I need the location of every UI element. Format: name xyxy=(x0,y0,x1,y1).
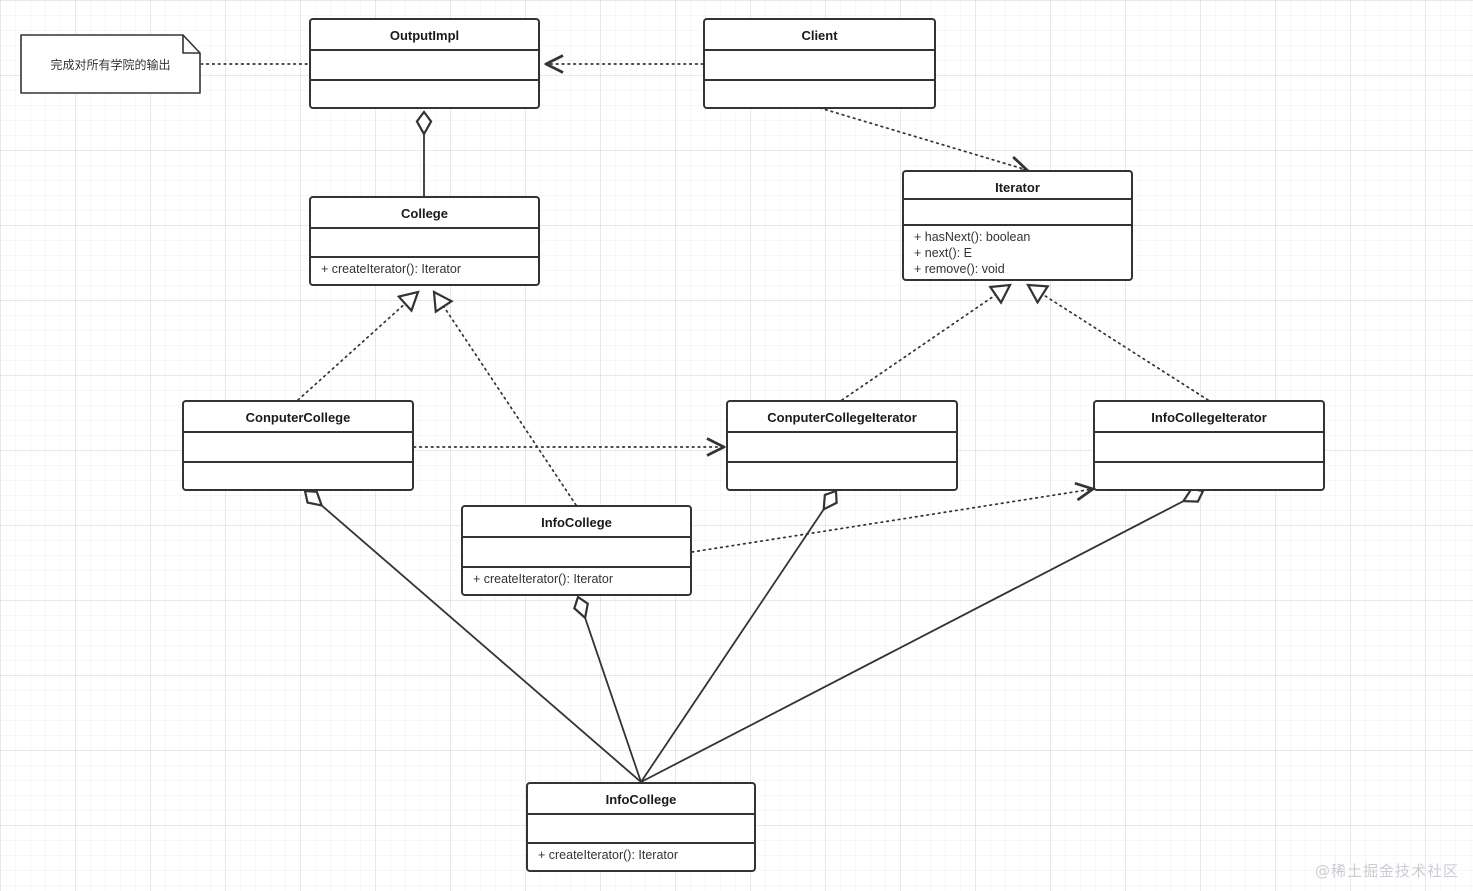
class-college[interactable]: College + createIterator(): Iterator xyxy=(309,196,540,286)
class-attributes-client xyxy=(705,51,934,81)
operation-item: + remove(): void xyxy=(914,262,1005,276)
class-name-conputercollege: ConputerCollege xyxy=(184,402,412,433)
class-operations-conputercollege xyxy=(184,463,412,489)
class-attributes-conputercollegeiterator xyxy=(728,433,956,463)
class-operations-client xyxy=(705,81,934,107)
operation-item: + next(): E xyxy=(914,246,973,260)
class-attributes-iterator xyxy=(904,200,1131,226)
class-outputimpl[interactable]: OutputImpl xyxy=(309,18,540,109)
class-operations-infocollege-mid: + createIterator(): Iterator xyxy=(463,568,690,594)
edge-conputercollegeiterator-to-iterator xyxy=(841,285,1010,401)
class-name-iterator: Iterator xyxy=(904,172,1131,200)
class-name-client: Client xyxy=(705,20,934,51)
edge-infocollege-to-infocollegeiterator xyxy=(691,489,1093,553)
edge-infocollegeiterator-to-infocollege-bottom xyxy=(640,491,1203,783)
edge-infocollegeiterator-to-iterator xyxy=(1028,285,1209,401)
class-conputercollege[interactable]: ConputerCollege xyxy=(182,400,414,491)
edge-client-to-iterator xyxy=(819,107,1027,170)
note-shape[interactable]: 完成对所有学院的输出 xyxy=(20,34,201,94)
edge-infocollege-to-college xyxy=(434,292,577,506)
note-outline-icon xyxy=(20,34,201,94)
class-operations-outputimpl xyxy=(311,81,538,107)
edge-infocollegemid-to-infocollege-bottom xyxy=(578,597,642,783)
class-name-outputimpl: OutputImpl xyxy=(311,20,538,51)
class-attributes-outputimpl xyxy=(311,51,538,81)
watermark: @稀土掘金技术社区 xyxy=(1314,862,1459,880)
class-attributes-infocollege-bottom xyxy=(528,815,754,844)
note-text: 完成对所有学院的输出 xyxy=(50,57,171,72)
class-infocollege-bottom[interactable]: InfoCollege + createIterator(): Iterator xyxy=(526,782,756,872)
operation-item: + createIterator(): Iterator xyxy=(538,848,678,862)
class-operations-iterator: + hasNext(): boolean + next(): E + remov… xyxy=(904,226,1131,279)
class-name-infocollege-bottom: InfoCollege xyxy=(528,784,754,815)
class-name-infocollegeiterator: InfoCollegeIterator xyxy=(1095,402,1323,433)
class-iterator[interactable]: Iterator + hasNext(): boolean + next(): … xyxy=(902,170,1133,281)
class-client[interactable]: Client xyxy=(703,18,936,109)
class-attributes-conputercollege xyxy=(184,433,412,463)
class-infocollege-mid[interactable]: InfoCollege + createIterator(): Iterator xyxy=(461,505,692,596)
operation-item: + createIterator(): Iterator xyxy=(321,262,461,276)
class-operations-infocollege-bottom: + createIterator(): Iterator xyxy=(528,844,754,870)
operation-item: + hasNext(): boolean xyxy=(914,230,1031,244)
class-attributes-infocollege-mid xyxy=(463,538,690,568)
class-conputercollegeiterator[interactable]: ConputerCollegeIterator xyxy=(726,400,958,491)
class-name-infocollege-mid: InfoCollege xyxy=(463,507,690,538)
class-name-conputercollegeiterator: ConputerCollegeIterator xyxy=(728,402,956,433)
class-name-college: College xyxy=(311,198,538,229)
edge-conputercollege-to-college xyxy=(297,292,418,401)
class-attributes-infocollegeiterator xyxy=(1095,433,1323,463)
class-operations-college: + createIterator(): Iterator xyxy=(311,258,538,284)
class-operations-conputercollegeiterator xyxy=(728,463,956,489)
class-attributes-college xyxy=(311,229,538,258)
class-operations-infocollegeiterator xyxy=(1095,463,1323,489)
class-infocollegeiterator[interactable]: InfoCollegeIterator xyxy=(1093,400,1325,491)
operation-item: + createIterator(): Iterator xyxy=(473,572,613,586)
